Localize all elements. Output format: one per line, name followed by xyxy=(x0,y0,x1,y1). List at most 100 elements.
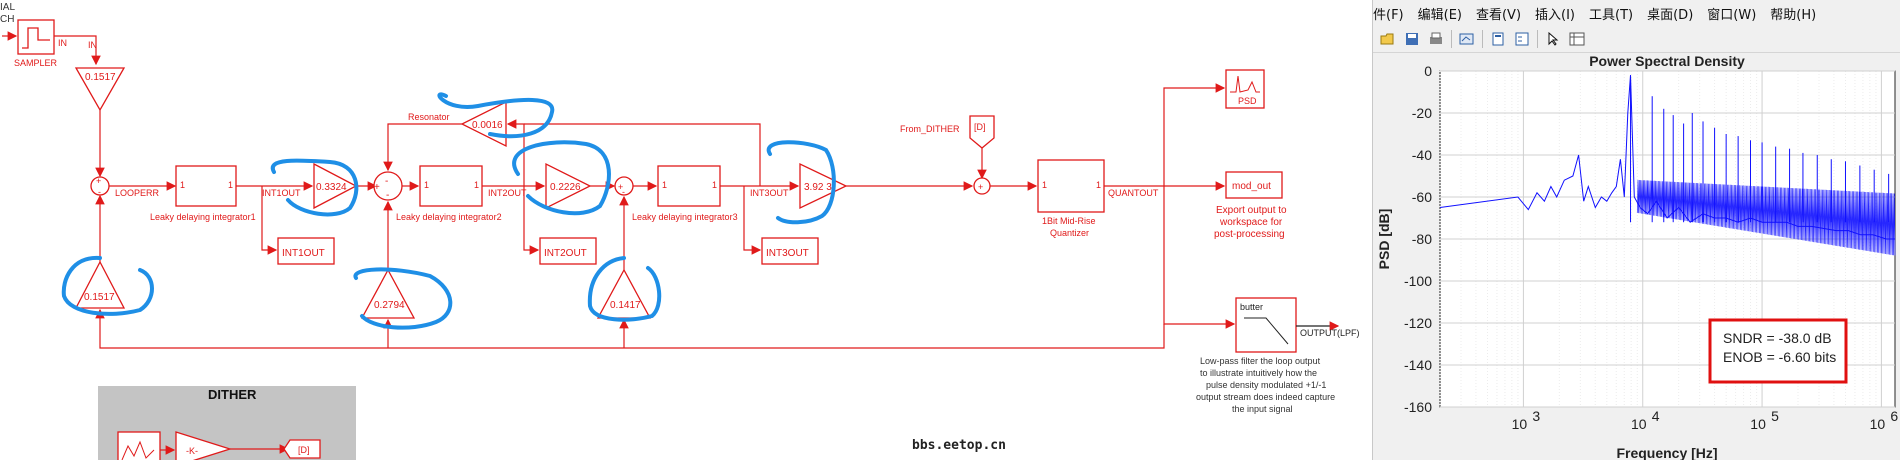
toolbar-separator xyxy=(1482,30,1483,48)
y-tick-label: -160 xyxy=(1404,399,1432,415)
sampler-label: SAMPLER xyxy=(14,58,58,68)
psd-scope-block[interactable]: PSD xyxy=(1225,69,1265,109)
sampler-block[interactable]: SAMPLER IN xyxy=(14,19,67,68)
gain-int3-value: 3.92 3 xyxy=(804,182,832,193)
data-cursor-icon[interactable] xyxy=(1489,30,1507,48)
x-tick-label: 10 xyxy=(1631,416,1647,432)
menu-file[interactable]: 件(F) xyxy=(1373,7,1404,23)
menu-window[interactable]: 窗口(W) xyxy=(1707,7,1757,23)
in-port-label: IN xyxy=(88,40,97,50)
export-note-3: post-processing xyxy=(1214,229,1285,240)
gain-int2-block[interactable]: 0.2226 xyxy=(545,162,592,210)
svg-text:1: 1 xyxy=(180,180,185,190)
svg-text:1: 1 xyxy=(1042,180,1047,190)
goto-int1out[interactable]: INT1OUT xyxy=(277,237,335,265)
x-tick-exponent: 4 xyxy=(1652,408,1660,424)
lpf-note-4: output stream does indeed capture xyxy=(1196,392,1335,402)
signal-label-top: IAL xyxy=(0,2,15,13)
y-tick-label: 0 xyxy=(1424,63,1432,79)
link-icon[interactable] xyxy=(1458,30,1476,48)
sum-looperr[interactable]: + - xyxy=(90,176,110,197)
menu-view[interactable]: 查看(V) xyxy=(1475,7,1522,23)
x-tick-exponent: 3 xyxy=(1532,408,1540,424)
menu-desktop[interactable]: 桌面(D) xyxy=(1647,7,1694,23)
gain-fb2-value: 0.2794 xyxy=(374,300,405,311)
dither-title: DITHER xyxy=(208,387,257,402)
from-dither-label: From_DITHER xyxy=(900,124,960,134)
simulink-model-canvas[interactable]: IAL CH SAMPLER IN IN 0.1517 + - LOOPERR … xyxy=(0,0,1370,460)
pointer-icon[interactable] xyxy=(1544,30,1562,48)
integrator-1-label: Leaky delaying integrator1 xyxy=(150,212,256,222)
quantout-label: QUANTOUT xyxy=(1108,188,1159,198)
dither-subsystem-panel[interactable]: DITHER -K- [D] xyxy=(98,386,356,460)
svg-text:+: + xyxy=(374,182,380,193)
x-axis-label: Frequency [Hz] xyxy=(1616,445,1717,460)
figure-menubar: 件(F) 编辑(E) 查看(V) 插入(I) 工具(T) 桌面(D) 窗口(W)… xyxy=(1373,0,1900,26)
lpf-note-5: the input signal xyxy=(1232,404,1293,414)
sum-stage3[interactable]: + - xyxy=(614,176,634,197)
property-icon[interactable] xyxy=(1568,30,1586,48)
open-icon[interactable] xyxy=(1379,30,1397,48)
gain-int1-block[interactable]: 0.3324 xyxy=(313,162,358,210)
menu-help[interactable]: 帮助(H) xyxy=(1770,7,1817,23)
sum-dither[interactable]: + xyxy=(973,177,991,195)
goto-int3out[interactable]: INT3OUT xyxy=(761,237,819,265)
enob-text: ENOB = -6.60 bits xyxy=(1723,349,1836,365)
quantizer-label-1: 1Bit Mid-Rise xyxy=(1042,216,1096,226)
legend-icon[interactable] xyxy=(1513,30,1531,48)
svg-text:+: + xyxy=(978,182,983,192)
gain-fb2-block[interactable]: 0.2794 xyxy=(360,268,416,319)
y-axis-label: PSD [dB] xyxy=(1376,209,1392,270)
svg-text:+: + xyxy=(96,176,101,186)
x-tick-label: 10 xyxy=(1512,416,1528,432)
gain-int1-value: 0.3324 xyxy=(316,182,347,193)
mod-out-block[interactable]: mod_out xyxy=(1225,171,1283,199)
gain-input-block[interactable]: 0.1517 xyxy=(74,67,126,112)
menu-edit[interactable]: 编辑(E) xyxy=(1417,7,1462,23)
sndr-text: SNDR = -38.0 dB xyxy=(1723,330,1832,346)
integrator-3-block[interactable]: 1 1 Leaky delaying integrator3 xyxy=(632,165,738,222)
menu-insert[interactable]: 插入(I) xyxy=(1535,7,1576,23)
print-icon[interactable] xyxy=(1427,30,1445,48)
integrator-2-block[interactable]: 1 1 Leaky delaying integrator2 xyxy=(396,165,502,222)
resonator-label: Resonator xyxy=(408,112,450,122)
toolbar-separator xyxy=(1537,30,1538,48)
chart-title: Power Spectral Density xyxy=(1589,54,1745,69)
svg-text:1: 1 xyxy=(662,180,667,190)
gain-fb3-block[interactable]: 0.1417 xyxy=(596,268,652,319)
gain-input-value: 0.1517 xyxy=(85,72,116,83)
psd-noise-band xyxy=(1636,179,1896,256)
sndr-annotation-box[interactable]: SNDR = -38.0 dB ENOB = -6.60 bits xyxy=(1708,318,1848,384)
dither-gain-label: -K- xyxy=(186,446,198,456)
svg-text:+: + xyxy=(618,182,623,192)
toolbar-separator xyxy=(1451,30,1452,48)
x-tick-label: 10 xyxy=(1750,416,1766,432)
svg-text:1: 1 xyxy=(424,180,429,190)
from-dither-block[interactable]: [D] xyxy=(969,115,995,149)
butter-filter-block[interactable]: butter xyxy=(1235,297,1297,353)
gain-fb3-value: 0.1417 xyxy=(610,300,641,311)
gain-int3-block[interactable]: 3.92 3 xyxy=(799,162,848,210)
quantizer-block[interactable]: 1 1 1Bit Mid-Rise Quantizer xyxy=(1037,159,1105,238)
simulink-diagram[interactable]: IAL CH SAMPLER IN IN 0.1517 + - LOOPERR … xyxy=(0,0,1370,460)
svg-text:-: - xyxy=(386,190,389,201)
int2out-label: INT2OUT xyxy=(488,188,527,198)
integrator-1-block[interactable]: 1 1 Leaky delaying integrator1 xyxy=(150,165,256,222)
export-note-1: Export output to xyxy=(1216,205,1287,216)
gain-fb1-block[interactable]: 0.1517 xyxy=(74,260,126,309)
sum-stage2[interactable]: + - - xyxy=(373,171,403,201)
x-tick-label: 10 xyxy=(1870,416,1886,432)
int1out-label: INT1OUT xyxy=(262,188,301,198)
menu-tools[interactable]: 工具(T) xyxy=(1589,7,1634,23)
looperr-label: LOOPERR xyxy=(115,188,160,198)
save-icon[interactable] xyxy=(1403,30,1421,48)
gain-fb1-value: 0.1517 xyxy=(84,292,115,303)
goto-int2out[interactable]: INT2OUT xyxy=(539,237,597,265)
integrator-2-label: Leaky delaying integrator2 xyxy=(396,212,502,222)
sampler-port-in: IN xyxy=(58,38,67,48)
matlab-figure-window[interactable]: 件(F) 编辑(E) 查看(V) 插入(I) 工具(T) 桌面(D) 窗口(W)… xyxy=(1372,0,1900,460)
svg-text:1: 1 xyxy=(1096,180,1101,190)
